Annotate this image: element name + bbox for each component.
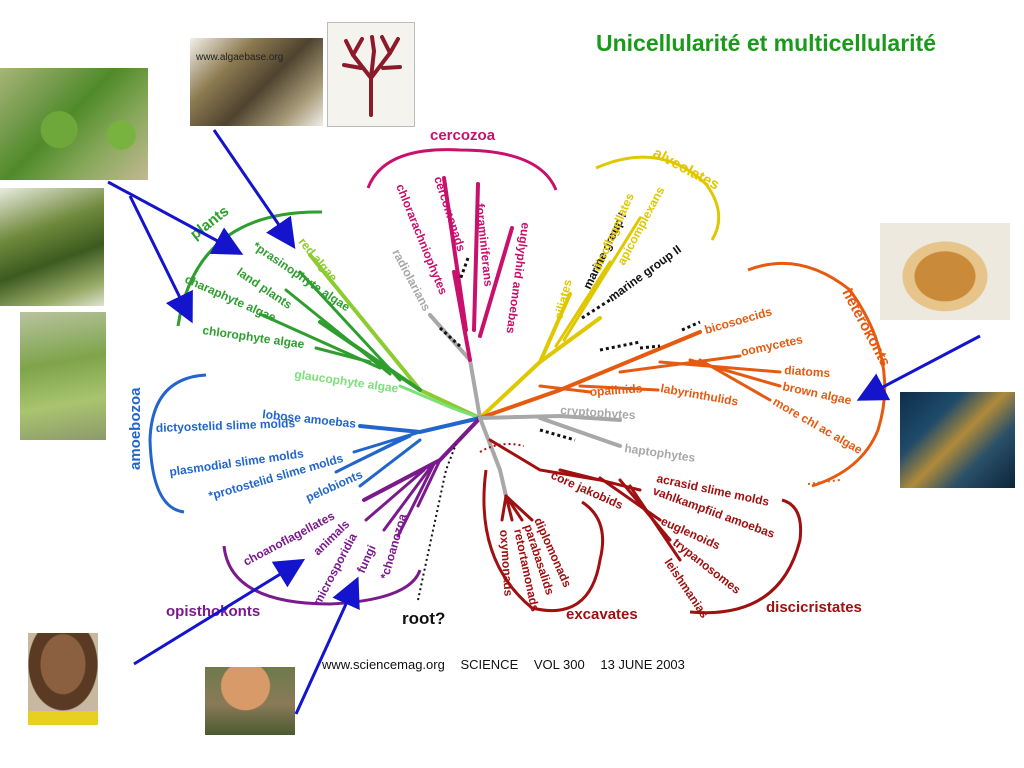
citation-volume: VOL 300 (533, 657, 585, 672)
taxon-ciliates: ciliates (551, 278, 575, 321)
citation-site: www.sciencemag.org (322, 657, 445, 672)
arrow-to-animals (133, 558, 306, 666)
orange-tree-photo (0, 68, 148, 180)
chimpanzee-photo (28, 633, 98, 725)
opisthokonts-arc (222, 545, 422, 606)
tree-branch (562, 216, 642, 342)
group-discicristates: discicristates (766, 599, 862, 616)
tree-branch (478, 413, 622, 422)
taxon-diatoms: diatoms (784, 363, 831, 380)
green-algae-photo (20, 312, 106, 440)
cercozoa-arc (366, 148, 558, 191)
tree-branch (369, 35, 377, 80)
seaweed-photo-1 (0, 188, 104, 306)
tree-branch (398, 384, 482, 420)
tree-branch (599, 340, 641, 352)
arrow-to-red-algae (212, 129, 296, 249)
tree-branch (538, 416, 622, 448)
tree-branch (698, 358, 772, 402)
tree-branch (658, 360, 782, 374)
taxon-marine-group-2: marine group II (606, 242, 684, 304)
taxon-oxymonads: oxymonads (497, 529, 516, 597)
citation-date: 13 JUNE 2003 (600, 657, 685, 672)
taxon-bicosoecids: bicosoecids (703, 304, 774, 337)
taxon-cercomonads: cercomonads (431, 175, 469, 254)
root-dotted-line (417, 443, 457, 601)
tree-branch (442, 176, 468, 332)
taxon-more-chl-ac-algae: more chl ac algae (771, 394, 866, 457)
tree-branch (628, 484, 682, 562)
tree-branch (396, 462, 436, 538)
excavate-dotted-line (479, 443, 525, 453)
tree-branch (458, 257, 470, 281)
tree-branch (351, 37, 364, 57)
tree-branch (334, 438, 402, 474)
taxon-choanozoa: *choanozoa (377, 512, 409, 581)
golden-algae-photo (880, 223, 1010, 320)
tree-branch (438, 326, 464, 350)
taxon-oomycetes: oomycetes (740, 332, 805, 359)
arrow-to-plants (107, 180, 244, 255)
tree-branch (578, 384, 660, 392)
taxon-dictyostelid: dictyostelid slime molds (156, 416, 296, 435)
tree-branch (500, 494, 508, 522)
taxon-fungi: fungi (354, 543, 379, 575)
red-algae-drawing (342, 35, 402, 117)
tree-branch (364, 468, 426, 522)
tree-branch (488, 438, 602, 482)
tree-branch (380, 35, 392, 55)
tree-branch (478, 226, 514, 338)
mushroom-photo (205, 667, 295, 735)
tree-branch (382, 466, 432, 532)
tree-branch (298, 270, 402, 382)
group-amoebozoa: amoebozoa (127, 387, 144, 470)
tree-branch (472, 182, 480, 332)
tree-branch (681, 320, 701, 332)
tree-branch (478, 416, 508, 498)
tree-branch (314, 346, 372, 364)
amoebozoa-arc (148, 373, 207, 514)
alveolates-arc (595, 155, 721, 241)
tree-branch (358, 438, 422, 488)
tree-branch (538, 316, 602, 364)
group-excavates: excavates (566, 606, 638, 623)
taxon-opalinids: opalinids (589, 381, 643, 399)
arrow-to-fungi (294, 576, 360, 715)
taxon-haptophytes: haptophytes (624, 441, 697, 465)
tree-branch (688, 358, 782, 388)
source-citation: www.sciencemag.org SCIENCE VOL 300 13 JU… (322, 657, 697, 672)
citation-journal: SCIENCE (460, 657, 519, 672)
arrow-to-brown-algae (856, 334, 981, 401)
taxon-labyrinthulids: labyrinthulids (659, 381, 739, 409)
brown-seaweed-photo: www.algaebase.org (190, 38, 323, 126)
tree-branch (342, 63, 363, 70)
tree-branch (284, 288, 392, 376)
tree-branch (358, 416, 482, 435)
root-label: root? (402, 609, 445, 628)
algaebase-caption: www.algaebase.org (196, 52, 284, 63)
taxon-cryptophytes: cryptophytes (560, 403, 636, 422)
tree-branch (538, 384, 592, 394)
group-cercozoa: cercozoa (430, 127, 496, 144)
excavates-arc (482, 469, 605, 613)
arrow-to-chlorophyte (128, 195, 193, 324)
tree-branch (554, 260, 612, 348)
taxon-glaucophyte: glaucophyte algae (294, 367, 400, 395)
slide-title: Unicellularité et multicellularité (596, 30, 936, 56)
tree-branch (478, 330, 702, 420)
heterokonts-arc (747, 261, 887, 488)
tree-branch (539, 428, 576, 442)
group-opisthokonts: opisthokonts (166, 603, 260, 620)
group-alveolates: alveolates (650, 145, 722, 194)
tree-branch (504, 494, 534, 522)
kelp-photo (900, 392, 1015, 488)
tree-branch (416, 458, 442, 508)
group-heterokonts: heterokonts (838, 286, 893, 370)
hetero-dotted-line (807, 479, 841, 485)
discicristates-arc (689, 498, 803, 615)
red-algae-photo (327, 22, 415, 127)
tree-branch (381, 65, 402, 70)
